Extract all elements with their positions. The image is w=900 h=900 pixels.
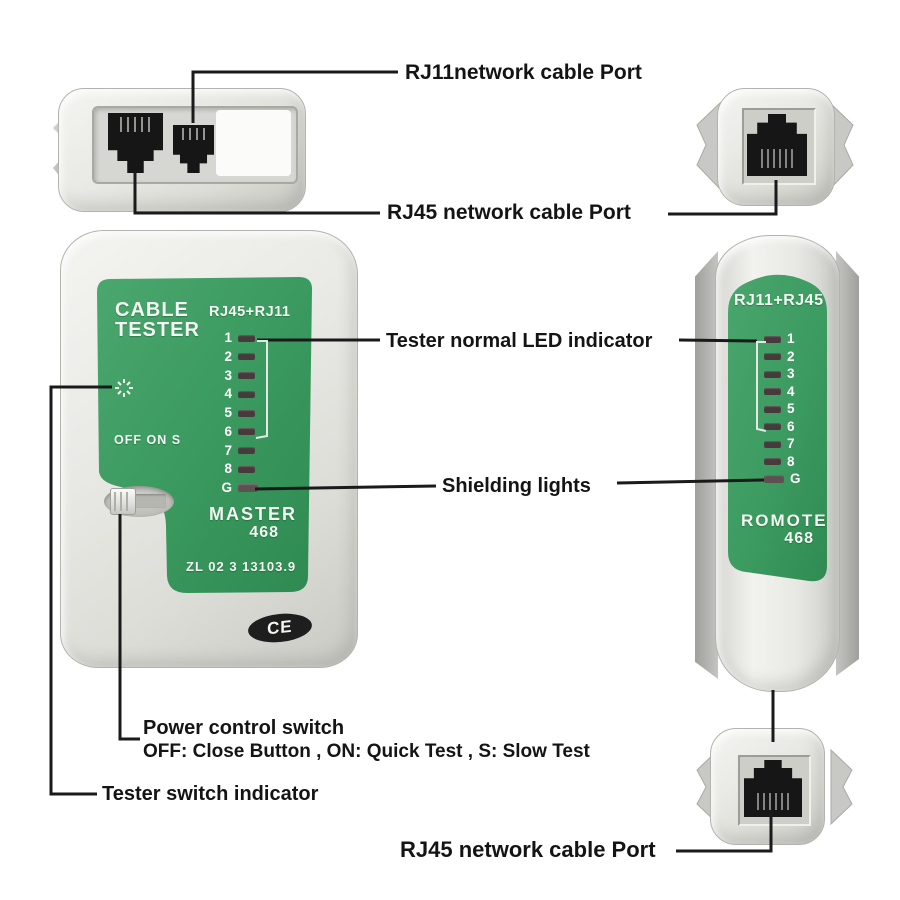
mode-label: RJ11+RJ45 [734, 292, 824, 309]
pin-led-6 [764, 423, 781, 430]
led-label-5: 5 [224, 405, 232, 420]
pin-led-7 [764, 440, 781, 448]
led-row-3: 3 [764, 366, 808, 381]
led-row-5: 5 [219, 405, 259, 420]
led-row-7: 7 [764, 436, 808, 451]
led-row-G: G [764, 471, 808, 486]
rj45-pins-icon [119, 116, 152, 133]
led-row-1: 1 [219, 330, 259, 345]
power-switch-track [128, 494, 166, 508]
master-name: MASTER [209, 504, 297, 524]
led-row-6: 6 [219, 423, 259, 439]
led-row-8: 8 [764, 453, 808, 469]
shield-led [764, 475, 784, 483]
led-label-3: 3 [787, 366, 795, 381]
pin-led-1 [238, 334, 255, 342]
led-row-6: 6 [764, 418, 808, 434]
led-label-2: 2 [224, 348, 232, 364]
pin-led-8 [238, 465, 255, 473]
led-label-8: 8 [787, 453, 795, 469]
led-row-2: 2 [764, 348, 808, 364]
led-label-5: 5 [787, 401, 795, 416]
pin-led-4 [238, 390, 255, 398]
led-label-6: 6 [224, 423, 232, 439]
led-label-7: 7 [224, 442, 232, 458]
serial-number: ZL 02 3 13103.9 [186, 559, 297, 574]
remote-top-end-view [690, 85, 860, 207]
led-label-6: 6 [787, 418, 795, 434]
callout-power-switch-title: Power control switch [143, 717, 345, 739]
pin-led-5 [764, 405, 781, 413]
led-row-1: 1 [764, 331, 808, 346]
led-label-4: 4 [787, 383, 795, 399]
led-label-8: 8 [224, 461, 232, 477]
callout-led-indicator: Tester normal LED indicator [386, 330, 653, 352]
led-label-2: 2 [787, 348, 795, 364]
led-label-1: 1 [224, 330, 232, 345]
callout-switch-indicator: Tester switch indicator [102, 783, 319, 805]
master-end-view [53, 88, 306, 212]
switch-scale-label: OFF ON S [114, 433, 182, 447]
recess-blank-panel [216, 110, 291, 176]
led-row-G: G [219, 480, 259, 495]
pin-led-2 [764, 353, 781, 360]
switch-ridges-icon [114, 492, 132, 511]
rj11-pins-icon [181, 127, 206, 141]
remote-model: 468 [784, 530, 814, 547]
led-row-4: 4 [764, 383, 808, 399]
side-flange-right [836, 251, 859, 676]
remote-name: ROMOTE [741, 511, 828, 530]
led-label-G: G [221, 480, 232, 495]
led-row-5: 5 [764, 401, 808, 416]
led-label-4: 4 [224, 386, 232, 402]
led-row-2: 2 [219, 348, 259, 364]
side-flange-left [695, 251, 718, 679]
led-row-7: 7 [219, 442, 259, 458]
led-label-1: 1 [787, 331, 795, 346]
led-row-8: 8 [219, 461, 259, 477]
led-row-3: 3 [219, 367, 259, 383]
pin-led-2 [238, 353, 255, 361]
callout-shielding: Shielding lights [442, 475, 591, 497]
remote-bottom-end-view [690, 725, 860, 850]
master-model: 468 [249, 524, 279, 541]
pin-led-8 [764, 458, 781, 465]
callout-rj45-port-top: RJ45 network cable Port [387, 201, 631, 224]
led-label-3: 3 [224, 367, 232, 383]
panel-title-line2: TESTER [115, 319, 200, 341]
panel-title-line1: CABLE [115, 299, 189, 321]
callout-rj11-port: RJ11network cable Port [405, 61, 642, 84]
ce-mark-text: CE [267, 616, 293, 639]
callout-rj45-port-bottom: RJ45 network cable Port [400, 837, 656, 862]
mounting-wings-icon [696, 101, 854, 191]
rj45-pins-icon [757, 792, 789, 810]
led-row-4: 4 [219, 386, 259, 402]
power-switch-recess [104, 486, 174, 517]
mode-label: RJ45+RJ11 [209, 304, 291, 320]
pin-led-3 [238, 372, 255, 379]
panel-title: CABLE TESTER [115, 300, 200, 340]
rj45-pins-icon [760, 149, 794, 168]
pin-led-1 [764, 335, 781, 343]
led-label-7: 7 [787, 436, 795, 451]
callout-power-switch-desc: OFF: Close Button , ON: Quick Test , S: … [143, 741, 590, 762]
shield-led [238, 484, 258, 492]
pin-led-7 [238, 447, 255, 454]
pin-led-3 [764, 370, 781, 378]
pin-led-4 [764, 388, 781, 395]
led-label-G: G [790, 471, 801, 486]
pin-led-6 [238, 428, 255, 436]
power-switch-knob [110, 488, 136, 515]
pin-led-5 [238, 409, 255, 417]
